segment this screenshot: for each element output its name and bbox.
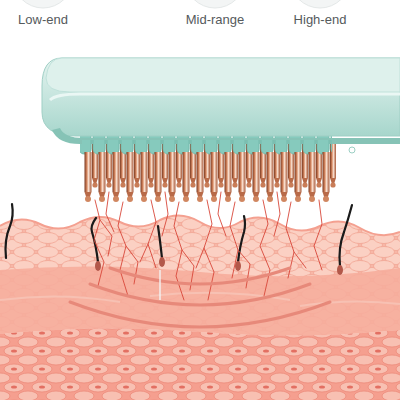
option-label: Mid-range: [186, 12, 245, 28]
wave-arcs: [70, 268, 330, 327]
option-circle: [13, 0, 73, 8]
massager-device: [42, 58, 400, 204]
capillaries: [94, 192, 322, 300]
option-label: Low-end: [18, 12, 68, 28]
option-circle: [185, 0, 245, 8]
probe-mark: [159, 270, 161, 300]
hair: [6, 204, 353, 266]
hair-root: [95, 257, 343, 275]
option-label: High-end: [294, 12, 347, 28]
option-circle: [290, 0, 350, 8]
